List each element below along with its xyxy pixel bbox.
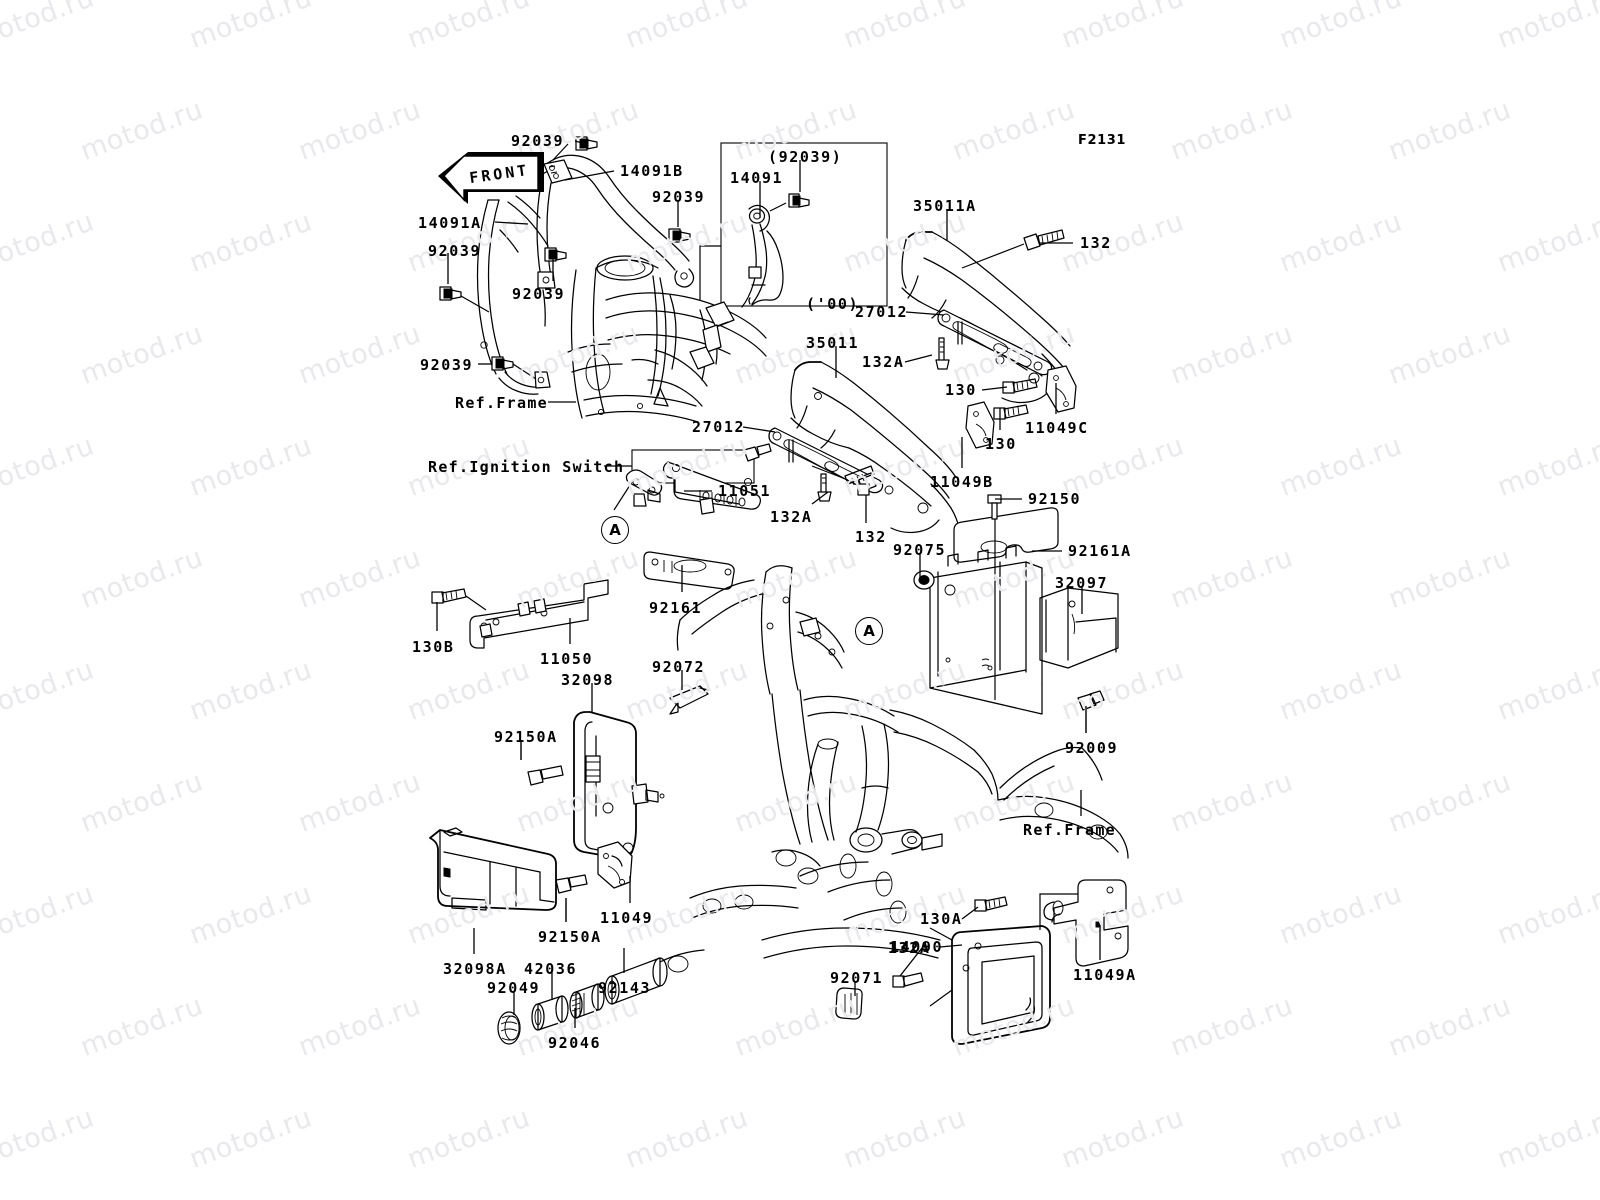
part-label-92075: 92075 [893,541,947,559]
part-label-130a: 130A [920,910,963,928]
part-label-92161a: 92161A [1068,542,1132,560]
part-label-27012: 27012 [855,303,909,321]
part-label-92071: 92071 [830,969,884,987]
part-label-92039: 92039 [652,188,706,206]
part-label-130: 130 [945,381,977,399]
part-label-11050: 11050 [540,650,594,668]
callout-a-letter: A [609,521,621,539]
part-label-11049b: 11049B [930,473,994,491]
part-label-92049: 92049 [487,979,541,997]
part-label-ref-frame: Ref.Frame [455,394,548,412]
part-label-11049c: 11049C [1025,419,1089,437]
part-label-92039: 92039 [511,132,565,150]
diagram-code: F2131 [1078,133,1127,148]
part-label-130b: 130B [412,638,455,656]
part-label-92072: 92072 [652,658,706,676]
part-label-92150a: 92150A [538,928,602,946]
part-label-132a: 132A [862,353,905,371]
part-label-92039: 92039 [420,356,474,374]
part-label-92039: (92039) [768,148,843,166]
callout-marker-a-right: A [855,617,883,645]
part-label-92161: 92161 [649,599,703,617]
part-label-14090: 14090 [890,938,944,956]
front-direction-marker: FRONT [432,146,552,216]
part-label-11049: 11049 [600,909,654,927]
part-label-92009: 92009 [1065,739,1119,757]
part-label-14091b: 14091B [620,162,684,180]
part-label-32098a: 32098A [443,960,507,978]
part-label-35011: 35011 [806,334,860,352]
part-label-42036: 42036 [524,960,578,978]
part-label-92150a: 92150A [494,728,558,746]
part-label-00: ('00) [806,295,860,313]
part-label-92039: 92039 [428,242,482,260]
part-label-92150: 92150 [1028,490,1082,508]
part-label-ref-ignition-switch: Ref.Ignition Switch [428,458,625,476]
part-label-14091a: 14091A [418,214,482,232]
part-label-130: 130 [985,435,1017,453]
part-label-35011a: 35011A [913,197,977,215]
part-label-92143: 92143 [598,979,652,997]
part-label-132a: 132A [770,508,813,526]
part-label-11051: 11051 [718,482,772,500]
callout-a-letter: A [863,622,875,640]
part-label-27012: 27012 [692,418,746,436]
part-label-32098: 32098 [561,671,615,689]
part-label-132: 132 [855,528,887,546]
part-label-14091: 14091 [730,169,784,187]
part-label-92046: 92046 [548,1034,602,1052]
part-label-32097: 32097 [1055,574,1109,592]
part-label-11049a: 11049A [1073,966,1137,984]
callout-marker-a-left: A [601,516,629,544]
part-label-ref-frame: Ref.Frame [1023,821,1116,839]
part-label-92039: 92039 [512,285,566,303]
part-label-132: 132 [1080,234,1112,252]
